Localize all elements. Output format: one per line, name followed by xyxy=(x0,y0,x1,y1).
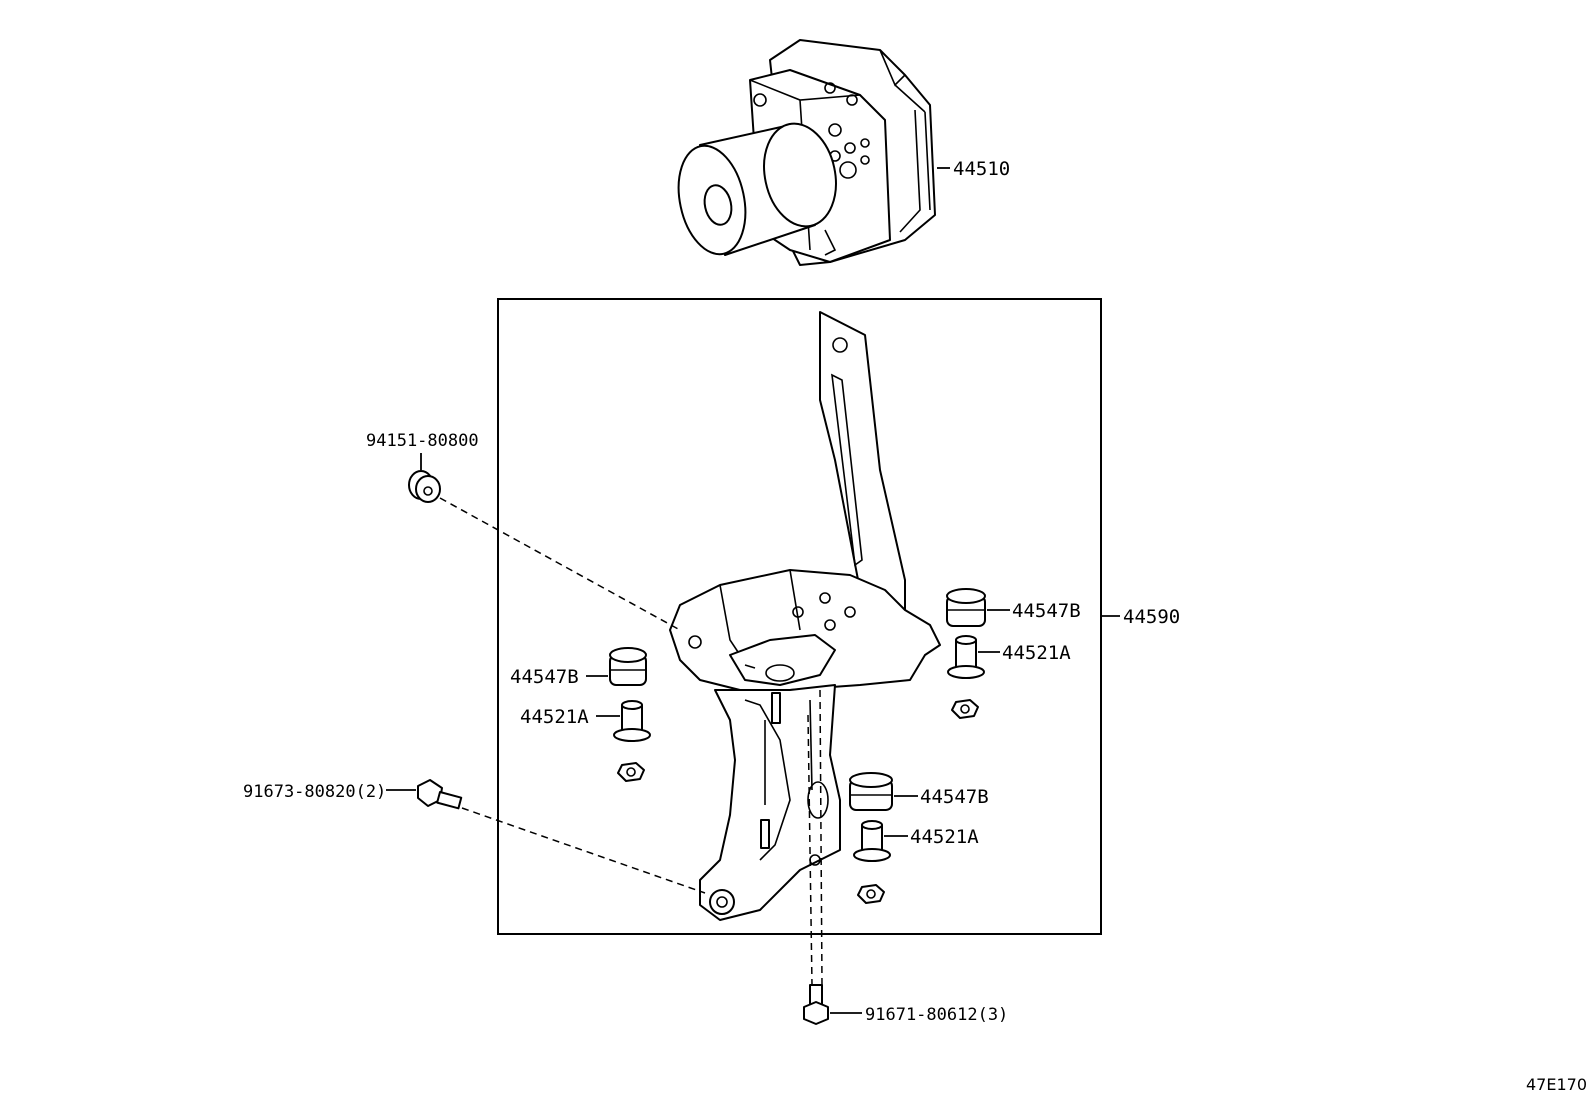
callout-44521A-left: 44521A xyxy=(520,706,589,728)
callout-44510: 44510 xyxy=(953,158,1010,180)
bolt-bottom[interactable] xyxy=(803,984,829,1025)
callout-44590: 44590 xyxy=(1123,606,1180,628)
callout-91673-80820: 91673-80820(2) xyxy=(243,782,386,802)
collar-lower[interactable] xyxy=(853,820,891,862)
callout-91671-80612: 91671-80612(3) xyxy=(865,1005,1008,1025)
abs-bracket[interactable] xyxy=(669,311,941,921)
callout-44547B-right: 44547B xyxy=(1012,600,1081,622)
figure-id: 47E170 xyxy=(1526,1075,1587,1094)
cushion-left[interactable] xyxy=(609,647,647,686)
cushion-lower[interactable] xyxy=(849,772,893,811)
callout-44547B-left: 44547B xyxy=(510,666,579,688)
grommet-top[interactable] xyxy=(408,470,441,503)
collar-left[interactable] xyxy=(613,700,651,742)
callout-44521A-lower: 44521A xyxy=(910,826,979,848)
callout-44547B-lower: 44547B xyxy=(920,786,989,808)
nut-left[interactable] xyxy=(617,762,645,782)
cushion-right[interactable] xyxy=(946,588,986,627)
abs-actuator[interactable] xyxy=(669,39,936,266)
bolt-left[interactable] xyxy=(417,779,463,810)
callout-44521A-right: 44521A xyxy=(1002,642,1071,664)
nut-lower[interactable] xyxy=(857,884,885,904)
collar-right[interactable] xyxy=(947,635,985,679)
nut-right[interactable] xyxy=(951,699,979,719)
callout-94151-80800: 94151-80800 xyxy=(366,431,479,451)
